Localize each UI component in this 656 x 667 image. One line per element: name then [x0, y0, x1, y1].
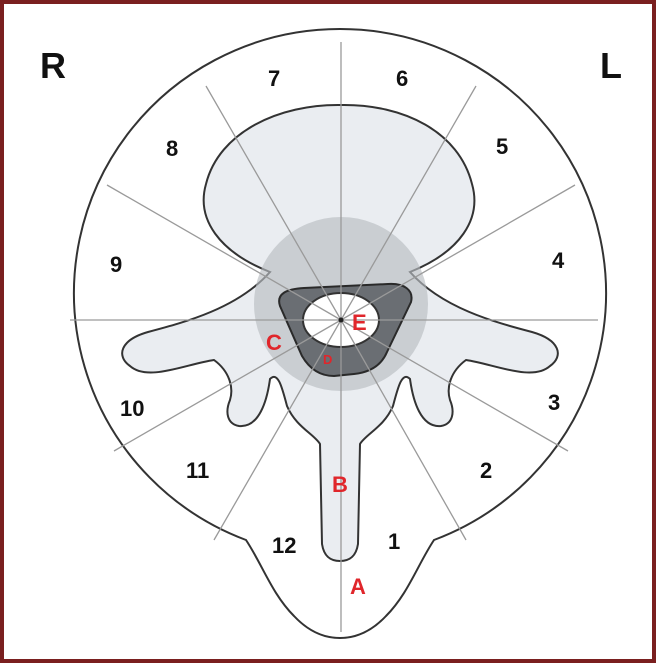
spine-zone-diagram: R L 1 2 3 4 5 6 7 8 9 10 11 12 A B C D E: [4, 4, 656, 667]
zone-9-label: 9: [110, 252, 122, 277]
zone-4-label: 4: [552, 248, 565, 273]
region-d-label: D: [323, 352, 332, 367]
region-b-label: B: [332, 472, 348, 497]
region-c-label: C: [266, 330, 282, 355]
zone-7-label: 7: [268, 66, 280, 91]
right-side-label: R: [40, 45, 66, 86]
left-side-label: L: [600, 45, 622, 86]
zone-2-label: 2: [480, 458, 492, 483]
zone-8-label: 8: [166, 136, 178, 161]
zone-10-label: 10: [120, 396, 144, 421]
zone-1-label: 1: [388, 529, 400, 554]
zone-5-label: 5: [496, 134, 508, 159]
zone-6-label: 6: [396, 66, 408, 91]
zone-3-label: 3: [548, 390, 560, 415]
region-a-label: A: [350, 574, 366, 599]
zone-12-label: 12: [272, 533, 296, 558]
region-e-label: E: [352, 310, 367, 335]
canal-center-dot: [339, 318, 344, 323]
zone-11-label: 11: [186, 458, 209, 483]
